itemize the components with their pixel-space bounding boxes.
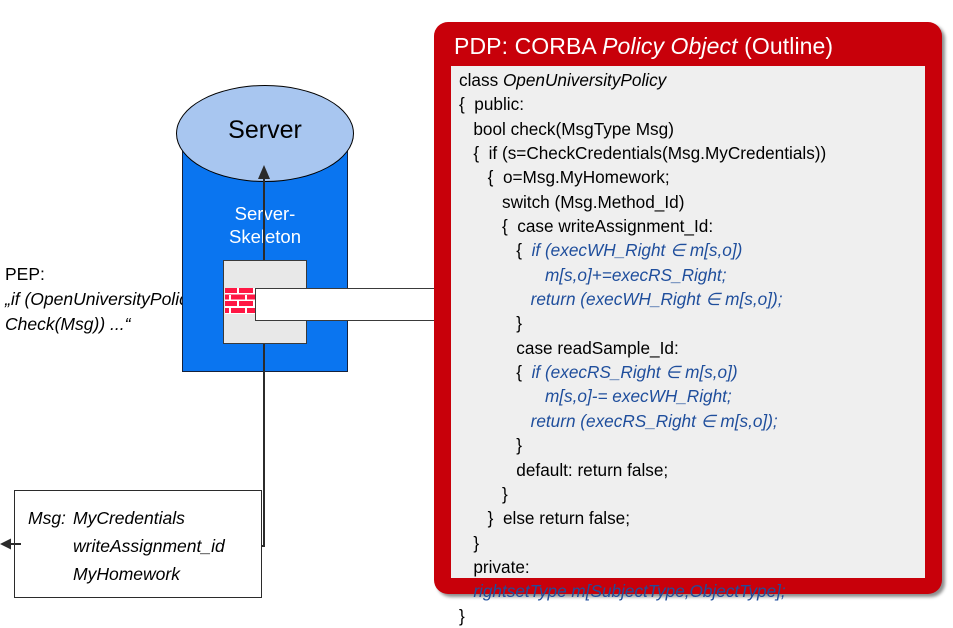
code-line: { if (s=CheckCredentials(Msg.MyCredentia… [459, 143, 827, 164]
server-skeleton-label-line1: Server- [234, 203, 296, 224]
pep-caption-quote-line2: Check(Msg)) ...“ [5, 314, 131, 334]
pdp-title-italic: Policy Object [602, 33, 738, 59]
server-skeleton-label: Server- Skeleton [182, 202, 348, 248]
pep-caption-quote-line1: „if (OpenUniversityPolicy. [5, 289, 201, 309]
pdp-code-listing: class OpenUniversityPolicy{ public: bool… [459, 68, 923, 628]
pdp-code-panel: class OpenUniversityPolicy{ public: bool… [451, 66, 925, 626]
pdp-panel-title: PDP: CORBA Policy Object (Outline) [454, 33, 833, 60]
code-line: } [459, 605, 465, 626]
msg-box-line3: MyHomework [73, 564, 180, 584]
code-line: class OpenUniversityPolicy [459, 68, 923, 92]
code-line: rightsetType m[SubjectType,ObjectType]; [459, 579, 923, 603]
code-keyword: class [459, 70, 503, 90]
code-policy-expression: m[s,o]-= execWH_Right; [459, 386, 732, 407]
code-line: } [459, 483, 508, 504]
msg-box: Msg: MyCredentials writeAssignment_id My… [14, 490, 262, 598]
code-line: return (execWH_Right ∈ m[s,o]); [459, 287, 923, 311]
server-to-msg-vertical-line [263, 371, 265, 547]
code-line: switch (Msg.Method_Id) [459, 191, 685, 212]
code-class-name: OpenUniversityPolicy [502, 70, 667, 90]
pep-caption-label: PEP: [5, 264, 45, 284]
server-cylinder-top [176, 85, 354, 182]
code-line: private: [459, 556, 530, 577]
code-policy-expression: rightsetType m[SubjectType,ObjectType]; [459, 581, 786, 602]
code-line: m[s,o]+=execRS_Right; [459, 263, 923, 287]
msg-box-line1: MyCredentials [73, 508, 185, 528]
code-line: case readSample_Id: [459, 337, 679, 358]
msg-elbow-line [262, 545, 264, 547]
server-label: Server [228, 116, 302, 144]
server-skeleton-label-line2: Skeleton [229, 226, 301, 247]
code-line: } [459, 532, 480, 553]
code-policy-expression: m[s,o]+=execRS_Right; [459, 264, 727, 285]
code-line: default: return false; [459, 459, 669, 480]
code-line: } else return false; [459, 508, 631, 529]
code-line: bool check(MsgType Msg) [459, 118, 674, 139]
msg-incoming-arrow-icon [0, 538, 21, 550]
code-brace: { [459, 240, 532, 261]
code-policy-expression: if (execRS_Right ∈ m[s,o]) [531, 362, 738, 383]
code-line: { public: [459, 94, 524, 115]
code-brace: { [459, 362, 532, 383]
pdp-policy-object-panel: PDP: CORBA Policy Object (Outline) class… [434, 22, 942, 626]
code-line: { if (execWH_Right ∈ m[s,o]) [459, 238, 923, 262]
code-policy-expression: if (execWH_Right ∈ m[s,o]) [531, 240, 743, 261]
code-line: return (execRS_Right ∈ m[s,o]); [459, 409, 923, 433]
code-line: { if (execRS_Right ∈ m[s,o]) [459, 360, 923, 384]
code-policy-expression: return (execWH_Right ∈ m[s,o]); [459, 289, 783, 310]
server-upward-arrow-head [258, 165, 270, 179]
msg-box-label: Msg: [28, 508, 66, 528]
pep-caption: PEP: „if (OpenUniversityPolicy. Check(Ms… [5, 262, 230, 337]
code-line: } [459, 313, 523, 334]
pdp-title-part1: PDP: CORBA [454, 33, 603, 59]
code-line: m[s,o]-= execWH_Right; [459, 384, 923, 408]
code-line: { case writeAssignment_Id: [459, 216, 714, 237]
code-line: { o=Msg.MyHomework; [459, 167, 670, 188]
code-policy-expression: return (execRS_Right ∈ m[s,o]); [459, 410, 778, 431]
pdp-title-part2: (Outline) [737, 33, 834, 59]
msg-box-line2: writeAssignment_id [73, 536, 225, 556]
code-line: } [459, 435, 523, 456]
